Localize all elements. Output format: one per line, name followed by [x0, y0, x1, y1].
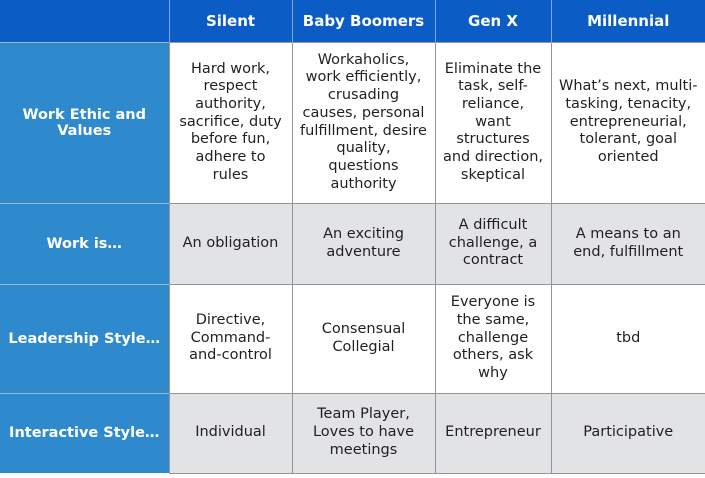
- cell-work-is-silent: An obligation: [168, 202, 292, 284]
- header-cell-millennial: Millennial: [550, 0, 705, 42]
- cell-leadership-style-millennial: tbd: [550, 283, 705, 393]
- table-row-interactive-style: Interactive Style… Individual Team Playe…: [0, 392, 705, 474]
- header-cell-corner: [0, 0, 169, 42]
- cell-work-ethic-gen-x: Eliminate the task, self-reliance, want …: [434, 41, 551, 203]
- row-label-interactive-style: Interactive Style…: [0, 392, 169, 473]
- header-row: Silent Baby Boomers Gen X Millennial: [0, 0, 705, 42]
- table-row-leadership-style: Leadership Style… Directive, Command-and…: [0, 283, 705, 393]
- header-cell-baby-boomers: Baby Boomers: [291, 0, 435, 42]
- cell-work-is-millennial: A means to an end, fulfillment: [550, 202, 705, 284]
- table-header: Silent Baby Boomers Gen X Millennial: [0, 0, 705, 42]
- row-label-work-ethic-and-values: Work Ethic and Values: [0, 41, 169, 203]
- cell-interactive-style-gen-x: Entrepreneur: [434, 392, 551, 474]
- table-row-work-is: Work is… An obligation An exciting adven…: [0, 202, 705, 284]
- cell-work-ethic-millennial: What’s next, multi-tasking, tenacity, en…: [550, 41, 705, 203]
- table-body: Work Ethic and Values Hard work, respect…: [0, 41, 705, 474]
- row-label-work-is: Work is…: [0, 202, 169, 284]
- cell-work-is-gen-x: A difficult challenge, a contract: [434, 202, 551, 284]
- header-cell-silent: Silent: [168, 0, 292, 42]
- cell-work-is-baby-boomers: An exciting adventure: [291, 202, 435, 284]
- cell-work-ethic-silent: Hard work, respect authority, sacrifice,…: [168, 41, 292, 203]
- cell-work-ethic-baby-boomers: Workaholics, work efficiently, crusading…: [291, 41, 435, 203]
- cell-leadership-style-gen-x: Everyone is the same, challenge others, …: [434, 283, 551, 393]
- cell-interactive-style-silent: Individual: [168, 392, 292, 474]
- cell-leadership-style-baby-boomers: Consensual Collegial: [291, 283, 435, 393]
- row-label-leadership-style: Leadership Style…: [0, 283, 169, 393]
- header-cell-gen-x: Gen X: [434, 0, 551, 42]
- cell-leadership-style-silent: Directive, Command-and-control: [168, 283, 292, 393]
- table-row-work-ethic-and-values: Work Ethic and Values Hard work, respect…: [0, 41, 705, 203]
- cell-interactive-style-baby-boomers: Team Player, Loves to have meetings: [291, 392, 435, 474]
- cell-interactive-style-millennial: Participative: [550, 392, 705, 474]
